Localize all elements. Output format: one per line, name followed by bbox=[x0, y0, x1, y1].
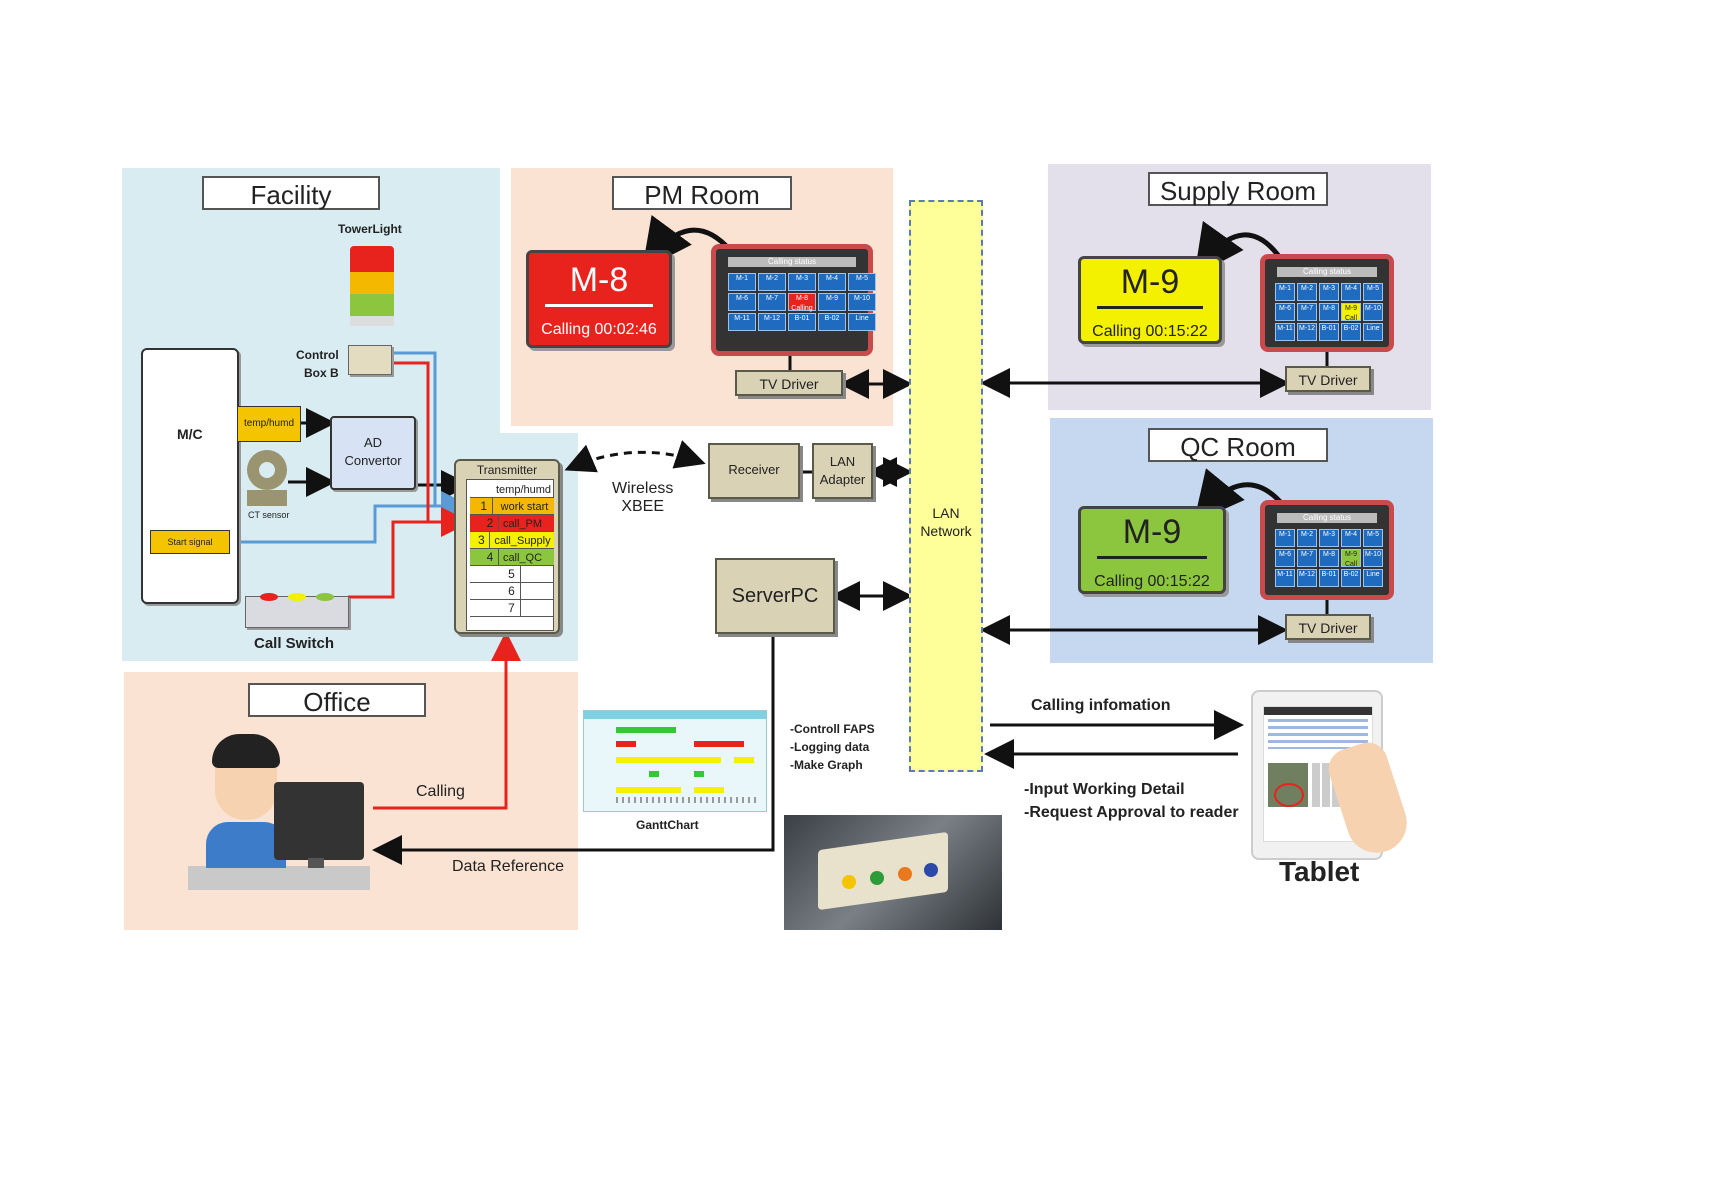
qc-monitor: Calling status M-1 M-2 M-3 M-4 M-5 M-6 M… bbox=[1260, 500, 1394, 600]
office-title: Office bbox=[248, 683, 426, 717]
gantt-chart-label: GanttChart bbox=[636, 818, 699, 832]
lan-adapter: LAN Adapter bbox=[812, 443, 873, 499]
control-box-label: Control Box B bbox=[296, 348, 339, 380]
call-box-photo bbox=[784, 815, 1002, 930]
supply-tv-driver: TV Driver bbox=[1285, 366, 1371, 392]
supply-status-card: M-9 Calling 00:15:22 bbox=[1078, 256, 1222, 344]
call-switch-box bbox=[245, 593, 349, 628]
red-button-icon bbox=[260, 593, 278, 601]
call-switch-label: Call Switch bbox=[254, 635, 335, 652]
supply-room-title: Supply Room bbox=[1148, 172, 1328, 206]
lan-network: LAN Network bbox=[909, 200, 983, 772]
server-tasks: -Controll FAPS -Logging data -Make Graph bbox=[790, 722, 875, 772]
transmitter-title: Transmitter bbox=[476, 463, 538, 477]
wireless-label: Wireless XBEE bbox=[612, 480, 674, 515]
qc-status-card: M-9 Calling 00:15:22 bbox=[1078, 506, 1226, 594]
pm-monitor: Calling status M-1 M-2 M-3 M-4 M-5 M-6 M… bbox=[711, 244, 876, 356]
office-worker-illustration bbox=[188, 730, 370, 890]
transmitter-header: temp/humd bbox=[470, 481, 554, 498]
tower-light-label: TowerLight bbox=[338, 222, 402, 236]
server-pc: ServerPC bbox=[715, 558, 835, 634]
supply-monitor: Calling status M-1 M-2 M-3 M-4 M-5 M-6 M… bbox=[1260, 254, 1394, 352]
tablet-tasks: -Input Working Detail -Request Approval … bbox=[1024, 781, 1239, 821]
tablet-screen bbox=[1263, 706, 1373, 842]
gantt-chart-thumbnail bbox=[583, 710, 767, 812]
tower-light-icon bbox=[350, 246, 394, 332]
calling-information-label: Calling infomation bbox=[1031, 697, 1171, 714]
pm-tv-driver: TV Driver bbox=[735, 370, 843, 396]
office-calling-label: Calling bbox=[416, 783, 465, 800]
transmitter-row-6: 6 bbox=[470, 583, 554, 600]
qc-tv-driver: TV Driver bbox=[1285, 614, 1371, 640]
ct-sensor-icon bbox=[247, 450, 287, 506]
qc-room-title: QC Room bbox=[1148, 428, 1328, 462]
ct-sensor-label: CT sensor bbox=[248, 510, 290, 520]
yellow-button-icon bbox=[288, 593, 306, 601]
receiver: Receiver bbox=[708, 443, 800, 499]
ad-convertor: AD Convertor bbox=[330, 416, 416, 490]
transmitter-row-7: 7 bbox=[470, 600, 554, 617]
pm-room-title: PM Room bbox=[612, 176, 792, 210]
data-reference-label: Data Reference bbox=[452, 858, 565, 875]
control-box-icon bbox=[348, 345, 392, 375]
temp-humd-sensor: temp/humd bbox=[237, 406, 301, 442]
tablet-label: Tablet bbox=[1279, 856, 1360, 887]
green-button-icon bbox=[316, 593, 334, 601]
transmitter-row-5: 5 bbox=[470, 566, 554, 583]
monitor-icon bbox=[274, 782, 364, 860]
mc-machine: M/C bbox=[141, 348, 239, 604]
pm-status-card: M-8 Calling 00:02:46 bbox=[526, 250, 672, 348]
facility-title: Facility bbox=[202, 176, 380, 210]
tablet-device bbox=[1251, 690, 1415, 861]
mc-label: M/C bbox=[177, 426, 203, 442]
start-signal: Start signal bbox=[150, 530, 230, 554]
